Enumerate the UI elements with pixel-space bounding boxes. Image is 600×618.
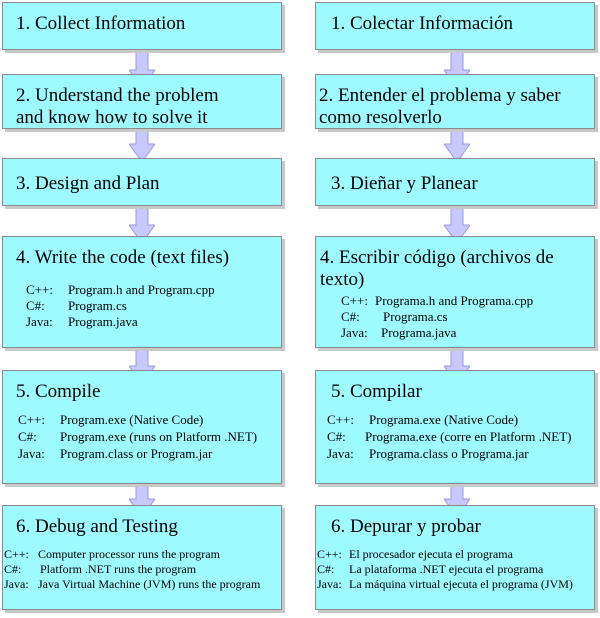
step-4-line-cpp-es: C++: Programa.h and Programa.cpp — [341, 293, 533, 309]
step-5-box-en: 5. Compile C++: Program.exe (Native Code)… — [2, 370, 282, 484]
step-5-title-en: 5. Compile — [16, 381, 101, 402]
step-4-title-es: 4. Escribir código (archivos de texto) — [320, 247, 554, 290]
step-5-line-java-es: Java: Programa.class o Programa.jar — [327, 446, 529, 462]
line-text: Program.h and Program.cpp — [68, 282, 215, 297]
lang-label: C++: — [26, 282, 53, 297]
line-text: Java Virtual Machine (JVM) runs the prog… — [38, 577, 261, 591]
line-text: La máquina virtual ejecuta el programa (… — [349, 577, 573, 591]
step-4-line-cpp-en: C++: Program.h and Program.cpp — [26, 282, 215, 298]
step-6-line-java-es: Java: La máquina virtual ejecuta el progr… — [317, 576, 573, 592]
step-6-box-en: 6. Debug and Testing C++: Computer proces… — [2, 505, 282, 610]
step-3-box-es: 3. Dieñar y Planear — [315, 158, 595, 206]
step-3-box-en: 3. Design and Plan — [2, 158, 282, 206]
lang-label: Java: — [4, 577, 29, 591]
line-text: Computer processor runs the program — [38, 547, 220, 561]
lang-label: Java: — [26, 314, 53, 329]
line-text: Programa.java — [381, 325, 457, 340]
step-6-line-cpp-es: C++: El procesador ejecuta el programa — [317, 546, 513, 562]
step-2-box-en: 2. Understand the problem and know how t… — [2, 74, 282, 129]
lang-label: Java: — [341, 325, 368, 340]
line-text: Program.cs — [68, 298, 127, 313]
line-text: Program.java — [68, 314, 138, 329]
step-4-line-cs-es: C#: Programa.cs — [341, 309, 448, 325]
lang-label: C#: — [317, 562, 335, 576]
lang-label: C++: — [317, 547, 342, 561]
flow-arrow-left-3 — [129, 203, 155, 243]
step-1-title-es: 1. Colectar Información — [331, 13, 514, 34]
step-4-title-en: 4. Write the code (text files) — [16, 247, 230, 268]
step-2-box-es: 2. Entender el problema y saber como res… — [315, 74, 595, 129]
line-text: El procesador ejecuta el programa — [349, 547, 513, 561]
step-6-line-cs-en: C#: Platform .NET runs the program — [4, 561, 196, 577]
lang-label: C++: — [18, 412, 45, 427]
step-2-title-es: 2. Entender el problema y saber como res… — [319, 85, 561, 128]
step-6-line-cs-es: C#: La plataforma .NET ejecuta el program… — [317, 561, 543, 577]
lang-label: C#: — [18, 429, 37, 444]
line-text: Programa.cs — [383, 309, 448, 324]
step-4-box-en: 4. Write the code (text files) C++: Progr… — [2, 236, 282, 348]
line-text: La plataforma .NET ejecuta el programa — [349, 562, 544, 576]
step-3-title-es: 3. Dieñar y Planear — [331, 173, 478, 194]
step-1-box-en: 1. Collect Information — [2, 2, 282, 50]
lang-label: C++: — [4, 547, 29, 561]
line-text: Platform .NET runs the program — [40, 562, 197, 576]
step-6-box-es: 6. Depurar y probar C++: El procesador ej… — [315, 505, 595, 610]
lang-label: C#: — [26, 298, 45, 313]
step-6-line-cpp-en: C++: Computer processor runs the program — [4, 546, 220, 562]
line-text: Program.class or Program.jar — [60, 446, 213, 461]
step-4-line-cs-en: C#: Program.cs — [26, 298, 127, 314]
step-5-line-cpp-en: C++: Program.exe (Native Code) — [18, 412, 203, 428]
step-2-title-en: 2. Understand the problem and know how t… — [16, 85, 219, 128]
step-5-line-cpp-es: C++: Programa.exe (Native Code) — [327, 412, 518, 428]
lang-label: Java: — [327, 446, 354, 461]
line-text: Programa.h and Programa.cpp — [375, 293, 534, 308]
line-text: Programa.class o Programa.jar — [369, 446, 529, 461]
lang-label: C#: — [327, 429, 346, 444]
lang-label: Java: — [317, 577, 342, 591]
step-4-box-es: 4. Escribir código (archivos de texto) C… — [315, 236, 595, 348]
line-text: Programa.exe (Native Code) — [369, 412, 519, 427]
step-5-line-cs-es: C#: Programa.exe (corre en Platform .NET) — [327, 429, 571, 445]
step-5-title-es: 5. Compilar — [331, 381, 422, 402]
lang-label: C#: — [341, 309, 360, 324]
step-6-title-es: 6. Depurar y probar — [331, 516, 481, 537]
step-3-title-en: 3. Design and Plan — [16, 173, 160, 194]
step-4-line-java-es: Java: Programa.java — [341, 325, 456, 341]
step-1-box-es: 1. Colectar Información — [315, 2, 595, 50]
step-5-line-cs-en: C#: Program.exe (runs on Platform .NET) — [18, 429, 257, 445]
step-5-line-java-en: Java: Program.class or Program.jar — [18, 446, 212, 462]
line-text: Programa.exe (corre en Platform .NET) — [365, 429, 572, 444]
lang-label: C++: — [327, 412, 354, 427]
step-4-line-java-en: Java: Program.java — [26, 314, 138, 330]
step-5-box-es: 5. Compilar C++: Programa.exe (Native Cod… — [315, 370, 595, 484]
step-6-title-en: 6. Debug and Testing — [16, 516, 178, 537]
lang-label: C++: — [341, 293, 368, 308]
lang-label: C#: — [4, 562, 22, 576]
lang-label: Java: — [18, 446, 45, 461]
flow-arrow-right-3 — [444, 203, 470, 243]
line-text: Program.exe (runs on Platform .NET) — [60, 429, 258, 444]
line-text: Program.exe (Native Code) — [60, 412, 204, 427]
step-6-line-java-en: Java: Java Virtual Machine (JVM) runs the… — [4, 576, 260, 592]
step-1-title-en: 1. Collect Information — [16, 13, 186, 34]
